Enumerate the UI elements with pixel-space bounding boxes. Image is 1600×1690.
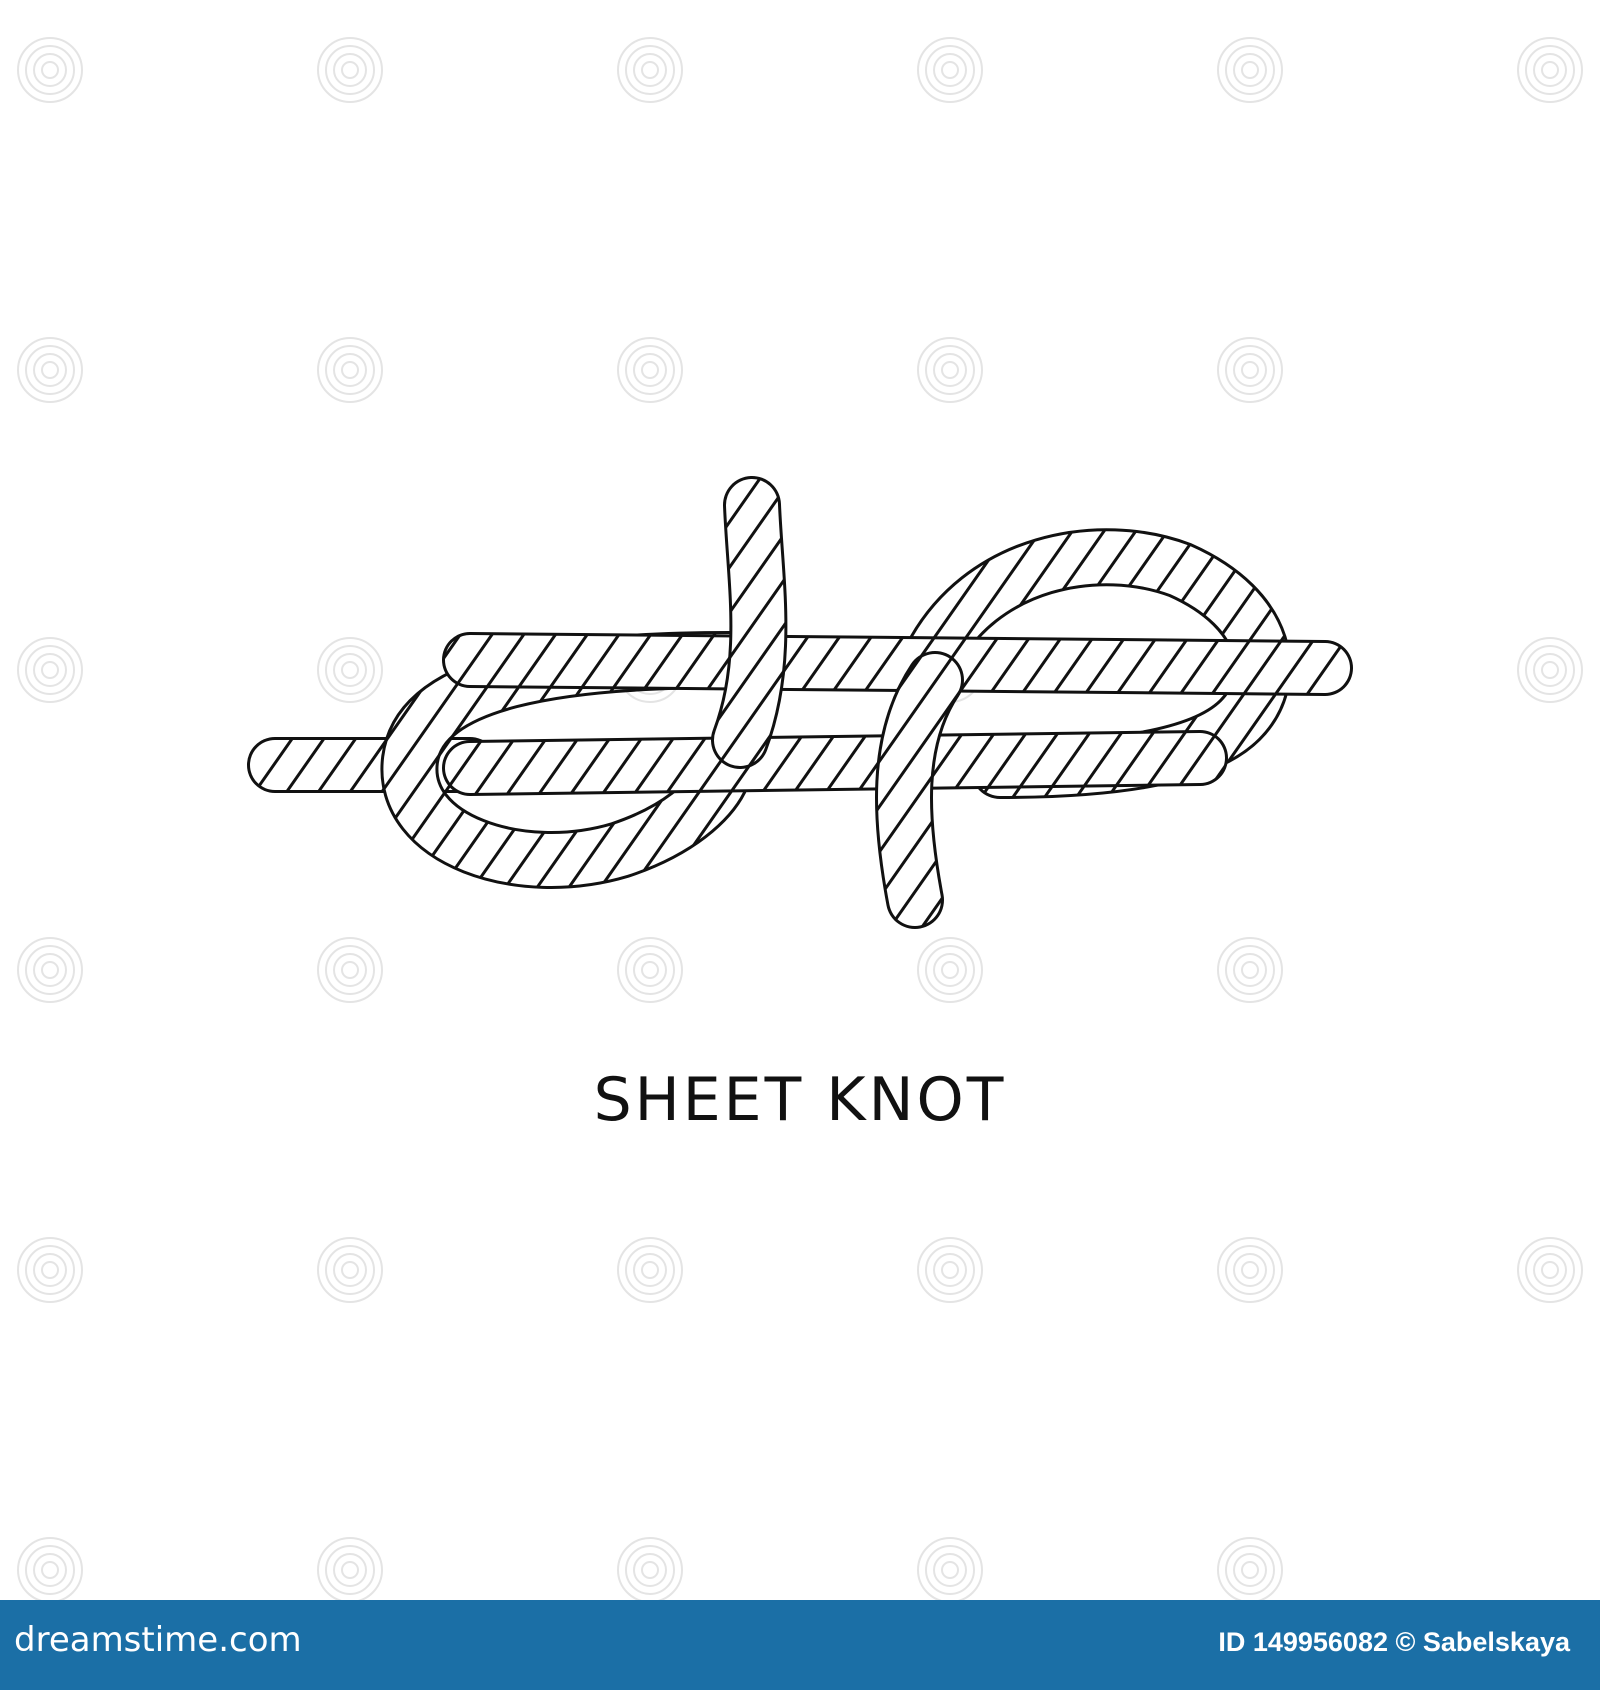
spiral-watermark-icon	[917, 1537, 983, 1600]
footer-bar: dreamstime.com ID 149956082 © Sabelskaya	[0, 1600, 1600, 1690]
spiral-watermark-icon	[317, 1537, 383, 1600]
spiral-watermark-icon	[617, 1537, 683, 1600]
spiral-watermark-icon	[317, 937, 383, 1003]
spiral-watermark-icon	[617, 337, 683, 403]
spiral-watermark-icon	[17, 37, 83, 103]
spiral-watermark-icon	[617, 1237, 683, 1303]
spiral-watermark-icon	[317, 637, 383, 703]
spiral-watermark-icon	[917, 37, 983, 103]
spiral-watermark-icon	[1517, 637, 1583, 703]
spiral-watermark-icon	[617, 37, 683, 103]
rope-lower-tail	[874, 651, 964, 929]
rope-upper-strand	[442, 632, 1353, 696]
spiral-watermark-icon	[17, 1237, 83, 1303]
spiral-watermark-icon	[1217, 1237, 1283, 1303]
spiral-watermark-icon	[1517, 37, 1583, 103]
rope-lower-strand	[442, 730, 1228, 796]
image-credit: ID 149956082 © Sabelskaya	[1218, 1627, 1570, 1657]
spiral-watermark-icon	[317, 37, 383, 103]
spiral-watermark-icon	[917, 1237, 983, 1303]
spiral-watermark-icon	[1217, 37, 1283, 103]
spiral-watermark-icon	[1217, 937, 1283, 1003]
spiral-watermark-icon	[617, 937, 683, 1003]
spiral-watermark-icon	[1517, 1237, 1583, 1303]
spiral-watermark-icon	[317, 1237, 383, 1303]
watermark-layer	[17, 37, 1583, 1600]
spiral-watermark-icon	[17, 937, 83, 1003]
spiral-watermark-icon	[17, 337, 83, 403]
spiral-watermark-icon	[17, 1537, 83, 1600]
spiral-watermark-icon	[917, 937, 983, 1003]
dreamstime-logo[interactable]: dreamstime.com	[14, 1620, 302, 1660]
spiral-watermark-icon	[1217, 337, 1283, 403]
spiral-watermark-icon	[17, 637, 83, 703]
spiral-watermark-icon	[317, 337, 383, 403]
rope-upper-tail	[711, 476, 788, 769]
spiral-watermark-icon	[917, 337, 983, 403]
sheet-knot-illustration	[247, 476, 1353, 929]
spiral-watermark-icon	[1217, 1537, 1283, 1600]
knot-title: SHEET KNOT	[593, 1065, 1007, 1135]
